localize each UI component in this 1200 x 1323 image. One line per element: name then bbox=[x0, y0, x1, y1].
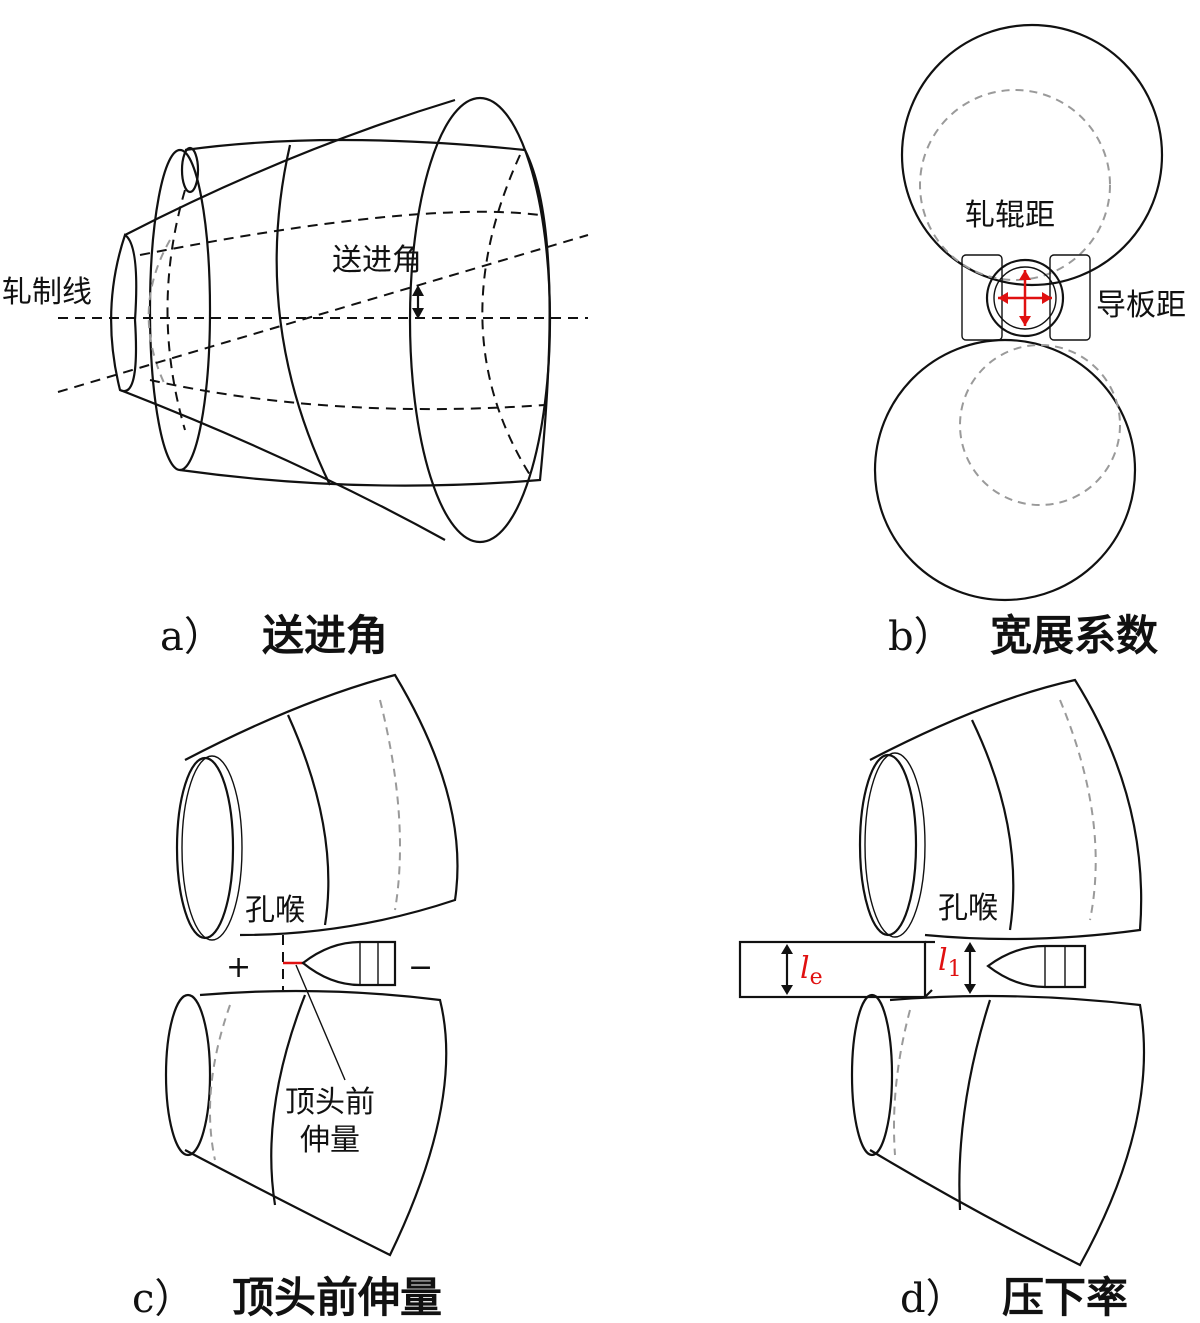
label-throat-c: 孔喉 bbox=[245, 893, 305, 928]
roll-d-upper-end-rim bbox=[864, 752, 926, 938]
panel-d-reduction: 孔喉 le l1 d） 压下率 bbox=[738, 678, 1146, 1322]
roll-c-lower-hidden bbox=[209, 1004, 231, 1161]
roll-a-hidden-edge-1 bbox=[166, 189, 186, 431]
l1-arrow bbox=[964, 942, 976, 994]
label-roll-gap: 轧辊距 bbox=[965, 198, 1055, 233]
label-minus: − bbox=[408, 950, 433, 985]
caption-c-letter: c） bbox=[132, 1276, 194, 1322]
billet-neck-bottom bbox=[924, 989, 933, 998]
roll-a-band bbox=[275, 144, 331, 486]
panel-b-spread: 轧辊距 导板距 b） 宽展系数 bbox=[873, 23, 1186, 660]
roll-c-upper-end bbox=[175, 756, 235, 940]
roll-d-upper-end bbox=[858, 753, 918, 937]
label-rolling-line: 轧制线 bbox=[2, 275, 92, 310]
caption-a-letter: a） bbox=[160, 614, 224, 660]
label-throat-d: 孔喉 bbox=[938, 891, 998, 926]
plug-d bbox=[986, 944, 1087, 989]
le-arrow bbox=[781, 944, 793, 995]
roll-d-lower-end bbox=[850, 993, 894, 1157]
roll-b-bottom-hidden bbox=[959, 344, 1121, 506]
roll-d-upper-hidden bbox=[1059, 699, 1097, 921]
label-plug-advance-line1: 顶头前 bbox=[285, 1085, 375, 1120]
roll-c-upper-end-rim bbox=[181, 755, 243, 941]
symbol-le: le bbox=[800, 951, 823, 990]
roll-a-rear-rim bbox=[180, 146, 200, 194]
caption-d-letter: d） bbox=[900, 1276, 966, 1322]
panel-a-feed-angle: 轧制线 送进角 a） 送进角 bbox=[2, 96, 589, 660]
roll-a-hidden-edge-3 bbox=[139, 210, 541, 256]
roll-b-bottom bbox=[873, 338, 1137, 602]
caption-b-letter: b） bbox=[888, 614, 954, 660]
roll-d-lower-hidden bbox=[893, 1009, 911, 1156]
roll-d-lower-body bbox=[869, 994, 1146, 1267]
roll-a-rear-body bbox=[179, 138, 551, 487]
label-guide-gap: 导板距 bbox=[1096, 288, 1186, 323]
roll-d-upper-body bbox=[869, 678, 1143, 941]
roll-c-upper-body bbox=[184, 673, 459, 937]
symbol-l1: l1 bbox=[938, 943, 962, 982]
roll-d-upper-band bbox=[971, 719, 1015, 931]
roll-b-top-hidden bbox=[919, 89, 1111, 281]
roll-b-top bbox=[900, 23, 1164, 287]
caption-d-text: 压下率 bbox=[1002, 1273, 1128, 1322]
roll-axis-line bbox=[57, 234, 589, 393]
panel-c-plug-advance: 孔喉 + − 顶头前 伸量 c） 顶头前伸量 bbox=[132, 673, 459, 1322]
workpiece-inner bbox=[993, 266, 1057, 330]
billet-rect bbox=[738, 940, 927, 999]
roll-a-hidden-circle bbox=[147, 239, 171, 386]
plug-advance-leader bbox=[295, 964, 346, 1081]
caption-a-text: 送进角 bbox=[262, 611, 388, 660]
roll-a-front-face bbox=[408, 96, 552, 544]
plug-c bbox=[301, 940, 397, 987]
roll-a-front-small-end bbox=[110, 233, 138, 393]
roll-c-lower-body bbox=[184, 989, 448, 1257]
label-plug-advance-line2: 伸量 bbox=[300, 1123, 360, 1158]
label-plus: + bbox=[226, 950, 251, 985]
feed-angle-arrow bbox=[412, 285, 424, 319]
roll-c-upper-band bbox=[286, 714, 330, 926]
roll-a-hidden-edge-2 bbox=[481, 154, 531, 476]
workpiece-circle bbox=[985, 258, 1065, 338]
roll-a-hidden-edge-4 bbox=[149, 379, 546, 411]
roll-a-front-body bbox=[119, 98, 456, 541]
label-feed-angle: 送进角 bbox=[332, 243, 422, 278]
caption-c-text: 顶头前伸量 bbox=[232, 1273, 442, 1322]
roll-d-lower-band bbox=[958, 999, 992, 1211]
roll-c-upper-hidden bbox=[379, 699, 401, 911]
roll-a-rear-end bbox=[148, 148, 212, 472]
spread-arrows bbox=[998, 270, 1052, 326]
roll-c-lower-band bbox=[270, 994, 307, 1206]
roll-c-lower-end bbox=[164, 993, 212, 1157]
caption-b-text: 宽展系数 bbox=[990, 611, 1158, 660]
